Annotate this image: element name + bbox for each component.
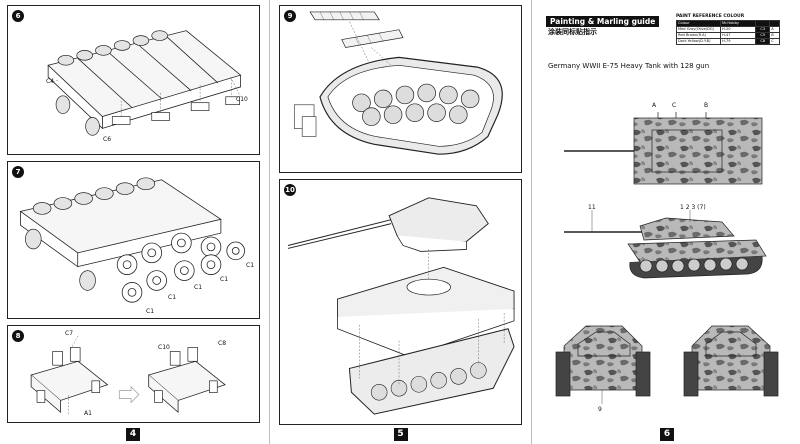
painting-guide-title: Painting & Marling guide (546, 16, 660, 27)
step-9-panel: 9 (279, 5, 522, 173)
step-number-badge: 7 (12, 166, 24, 178)
part-label: C1 (194, 284, 203, 291)
part-label: C8 (218, 340, 227, 347)
page-gutter (531, 0, 532, 444)
step-7-panel: 7 C1 C1 C1 C1 C1 (7, 161, 260, 319)
tank-front-view (555, 325, 651, 404)
page-number: 6 (660, 428, 674, 441)
page-gutter (269, 0, 270, 444)
marking-callout: A (652, 102, 657, 109)
turret-and-hull-assembly-illustration (287, 197, 515, 415)
step-10-panel: 10 (279, 179, 522, 425)
part-label: C1 (146, 308, 155, 315)
vehicle-title: Germany WWII E-75 Heavy Tank with 128 gu… (548, 62, 710, 70)
marking-callout: B (704, 102, 709, 109)
camouflage-views-illustration (555, 112, 779, 404)
marking-callout: 9 (598, 406, 602, 413)
step-6-panel: 6 C4 C6 C10 (7, 5, 260, 155)
tank-rear-view (683, 325, 779, 397)
step-number-badge: 8 (12, 330, 24, 342)
tank-top-view (564, 112, 763, 185)
rear-plate-assembly-illustration (30, 335, 226, 415)
step-number-badge: 9 (284, 10, 296, 22)
part-label: C1 (168, 294, 177, 301)
part-label: C7 (65, 330, 74, 337)
tank-side-view (564, 210, 767, 279)
part-label: C1 (220, 276, 229, 283)
paint-code-cell: C8 (755, 38, 771, 45)
part-label: C10 (236, 96, 248, 103)
part-label: C1 (246, 262, 255, 269)
paint-reference-table: PAINT REFERENCE COLOUR Colour Mr.Hobby M… (676, 14, 780, 45)
hull-underside-illustration (47, 30, 242, 136)
table-row: Dark Yellow(D.Y.B) H-79 C8 C (676, 38, 780, 45)
paint-letter-cell: C (769, 38, 780, 45)
page-6: Painting & Marling guide 涂装同标贴指示 PAINT R… (534, 0, 800, 444)
paint-table-caption: PAINT REFERENCE COLOUR (676, 14, 745, 19)
road-wheel-assembly-illustration (19, 177, 245, 303)
part-label: C10 (158, 344, 170, 351)
part-label: A1 (84, 410, 92, 417)
paint-code-cell: H-79 (719, 38, 757, 45)
marking-callout: C (672, 102, 677, 109)
page-number: 5 (393, 428, 408, 441)
part-label: C4 (46, 78, 55, 85)
marking-callout: 11 (588, 204, 596, 211)
marking-callout: 1 2 3 (7) (680, 204, 706, 211)
step-8-panel: 8 C7 A1 C10 C8 (7, 325, 260, 423)
track-installation-illustration (293, 11, 503, 155)
step-number-badge: 10 (284, 184, 296, 196)
part-label: C6 (103, 136, 112, 143)
painting-guide-subtitle: 涂装同标贴指示 (548, 28, 597, 36)
step-number-badge: 6 (12, 10, 24, 22)
page-4: 6 C4 C6 C10 (0, 0, 266, 444)
page-number: 4 (126, 428, 140, 441)
page-5: 9 10 5 (273, 0, 528, 444)
